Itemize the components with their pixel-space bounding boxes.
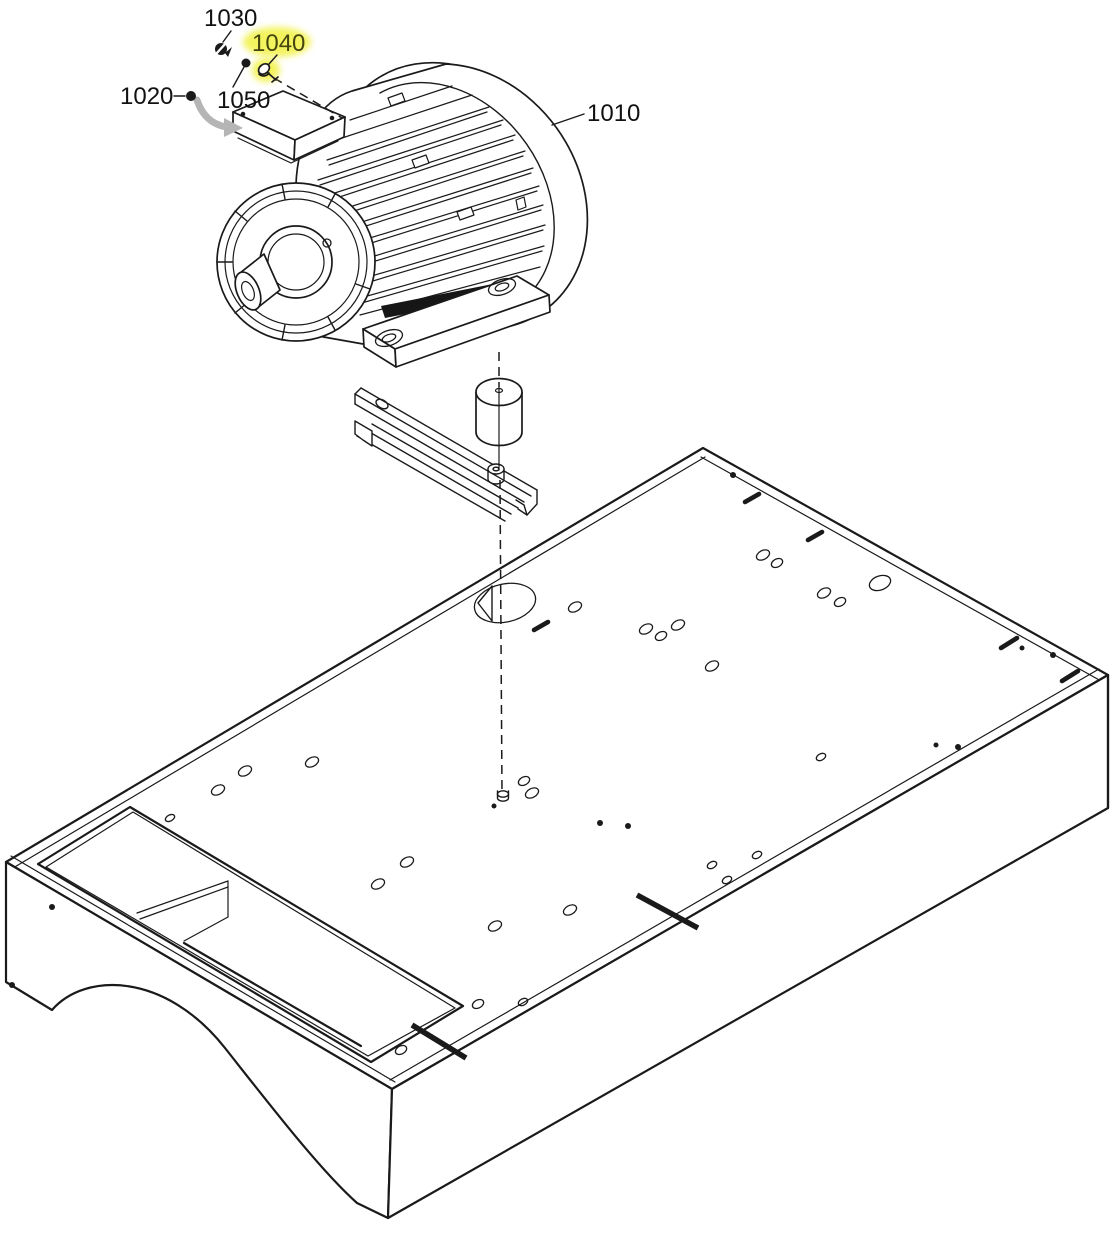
arrowhead xyxy=(224,118,243,137)
hole xyxy=(704,660,720,672)
hole xyxy=(805,529,825,543)
callout-label-1010[interactable]: 1010 xyxy=(587,100,640,127)
direction-arrow xyxy=(193,96,243,137)
hole xyxy=(625,823,631,829)
leader-line-1030 xyxy=(222,30,232,43)
callout-label-1050[interactable]: 1050 xyxy=(217,87,270,114)
hole xyxy=(562,904,578,916)
assembly-axis-dashed-line xyxy=(498,352,503,794)
leader-line-1010 xyxy=(551,113,585,126)
callout-1030: 1030 xyxy=(204,5,257,57)
hole xyxy=(635,892,700,931)
motor-flange xyxy=(216,182,376,342)
hole xyxy=(1059,668,1081,684)
motor-shaft xyxy=(234,253,281,311)
fastener-dot-icon-1050 xyxy=(241,58,251,68)
opening-interior xyxy=(136,880,363,1048)
hole xyxy=(755,549,771,561)
base-holes xyxy=(9,472,1081,1061)
motor-foot xyxy=(362,275,551,368)
rear-bell-rim xyxy=(379,81,555,300)
hole xyxy=(210,784,226,796)
callout-1050: 1050 xyxy=(217,58,270,114)
motor-opening-lip xyxy=(45,811,456,1057)
hole xyxy=(471,998,485,1010)
callout-1020: 1020 xyxy=(120,83,196,110)
base-large-hole xyxy=(473,582,537,624)
hole xyxy=(770,557,784,569)
hole xyxy=(670,619,686,631)
hole xyxy=(399,856,415,868)
fastener-dot-icon-1020 xyxy=(186,91,196,101)
hole xyxy=(394,1044,408,1056)
rail-boss xyxy=(487,463,505,485)
hole xyxy=(654,630,668,642)
hole xyxy=(833,596,847,608)
hole xyxy=(706,860,718,870)
screw-axis-dashed-line xyxy=(273,77,343,119)
rail-hole xyxy=(375,398,389,410)
machine-base xyxy=(4,446,1110,1220)
motor-illustration xyxy=(216,61,589,368)
hole xyxy=(721,875,733,885)
leader-line-1050 xyxy=(232,66,245,88)
hole xyxy=(410,1022,468,1061)
screw-icon-1040 xyxy=(257,62,279,83)
hole xyxy=(638,623,654,635)
base-front-left-face xyxy=(4,860,394,1220)
hole xyxy=(304,756,320,768)
hole xyxy=(491,803,497,809)
hole xyxy=(1019,645,1025,651)
callout-label-1020[interactable]: 1020 xyxy=(120,83,173,110)
hole xyxy=(742,491,762,505)
hole xyxy=(751,850,763,860)
callout-label-1030[interactable]: 1030 xyxy=(204,5,257,32)
hole xyxy=(164,813,176,823)
hole xyxy=(370,878,386,890)
terminal-box xyxy=(232,90,346,164)
hole xyxy=(524,787,540,799)
hole xyxy=(730,472,736,478)
highlight-1040-text xyxy=(243,27,311,57)
callout-1010: 1010 xyxy=(551,100,640,127)
hole xyxy=(933,742,939,748)
hole xyxy=(868,574,892,592)
hole xyxy=(487,920,503,932)
hole xyxy=(49,904,55,910)
fin-tabs xyxy=(387,92,475,221)
hole xyxy=(998,635,1020,651)
hole xyxy=(955,744,961,750)
screw-icon-1030 xyxy=(215,42,232,57)
hole xyxy=(517,775,531,787)
bolt-landing-hole xyxy=(496,790,510,802)
hole xyxy=(237,765,253,777)
hole xyxy=(1050,652,1056,658)
bell-plate xyxy=(515,196,527,211)
leader-line-1040 xyxy=(268,54,278,65)
hole xyxy=(9,982,15,988)
hole xyxy=(531,619,551,633)
mounting-rail xyxy=(354,387,538,522)
callout-1040: 1040 xyxy=(243,27,311,83)
hole xyxy=(597,820,603,826)
callout-label-1040[interactable]: 1040 xyxy=(252,30,305,57)
base-fold-lines xyxy=(10,456,1103,1213)
hole xyxy=(517,997,529,1007)
hole xyxy=(567,601,583,613)
hole xyxy=(815,752,827,762)
hole xyxy=(816,587,832,599)
